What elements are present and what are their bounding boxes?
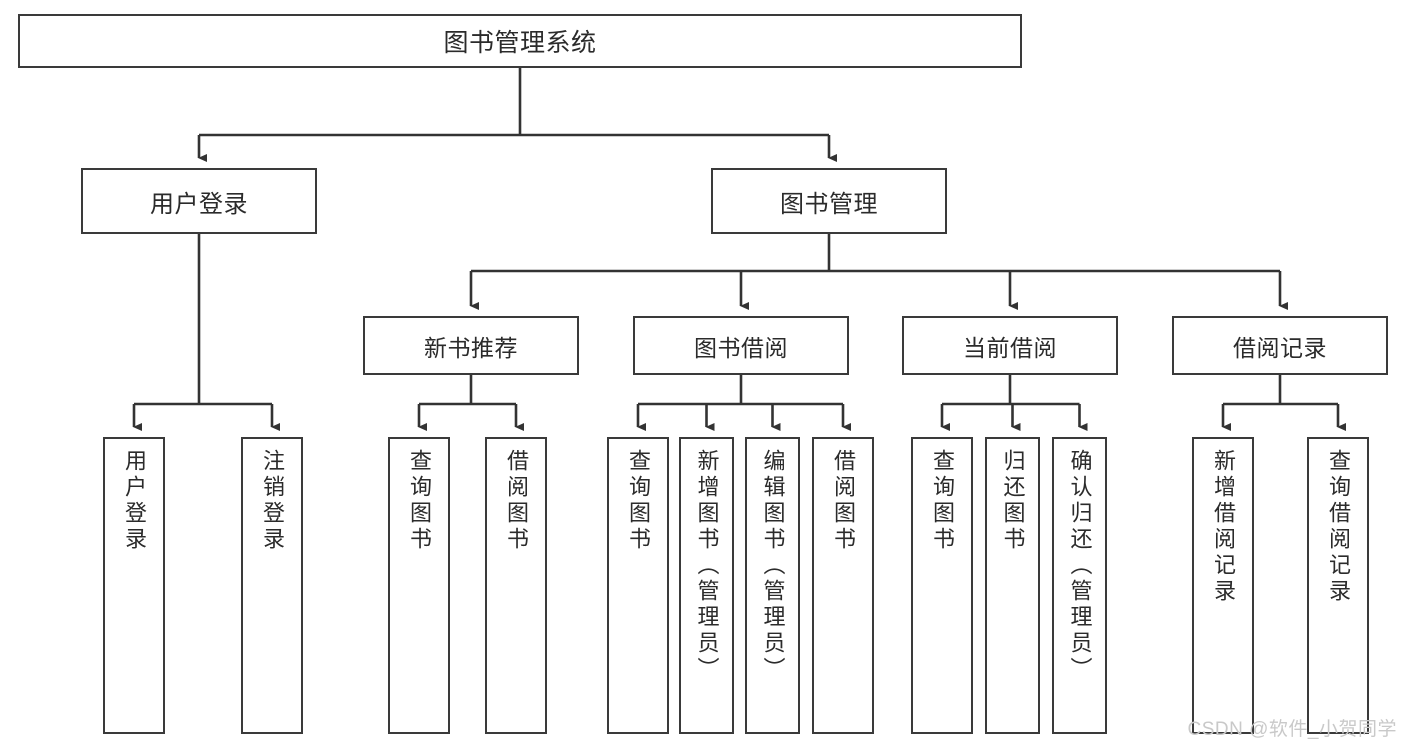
node-leaf-query-book-2[interactable]: 查询图书 bbox=[607, 437, 669, 734]
node-book-manage[interactable]: 图书管理 bbox=[711, 168, 947, 234]
node-label-user-login: 用户登录 bbox=[150, 190, 248, 218]
node-label-leaf-add-borrow-record: 新增借阅记录 bbox=[1211, 449, 1236, 605]
node-label-current-borrow: 当前借阅 bbox=[963, 334, 1057, 361]
node-label-leaf-confirm-return-admin: 确认归还（管理员） bbox=[1067, 449, 1093, 683]
node-label-new-book-recommend: 新书推荐 bbox=[424, 334, 518, 361]
node-leaf-edit-book-admin[interactable]: 编辑图书（管理员） bbox=[745, 437, 800, 734]
node-new-book-recommend[interactable]: 新书推荐 bbox=[363, 316, 579, 375]
node-leaf-query-book-1[interactable]: 查询图书 bbox=[388, 437, 450, 734]
node-leaf-query-borrow-record[interactable]: 查询借阅记录 bbox=[1307, 437, 1369, 734]
node-label-book-manage: 图书管理 bbox=[780, 190, 878, 218]
node-leaf-confirm-return-admin[interactable]: 确认归还（管理员） bbox=[1052, 437, 1107, 734]
node-user-login[interactable]: 用户登录 bbox=[81, 168, 317, 234]
node-leaf-user-logout[interactable]: 注销登录 bbox=[241, 437, 303, 734]
node-book-borrow[interactable]: 图书借阅 bbox=[633, 316, 849, 375]
node-label-leaf-user-login: 用户登录 bbox=[122, 449, 147, 553]
node-label-leaf-return-book: 归还图书 bbox=[1000, 449, 1026, 553]
node-leaf-user-login[interactable]: 用户登录 bbox=[103, 437, 165, 734]
node-label-leaf-borrow-book-1: 借阅图书 bbox=[504, 449, 529, 553]
node-label-book-borrow: 图书借阅 bbox=[694, 334, 788, 361]
node-leaf-return-book[interactable]: 归还图书 bbox=[985, 437, 1040, 734]
node-leaf-borrow-book-1[interactable]: 借阅图书 bbox=[485, 437, 547, 734]
node-leaf-add-borrow-record[interactable]: 新增借阅记录 bbox=[1192, 437, 1254, 734]
node-label-leaf-query-borrow-record: 查询借阅记录 bbox=[1326, 449, 1351, 605]
node-label-leaf-add-book-admin: 新增图书（管理员） bbox=[694, 449, 720, 683]
node-label-borrow-record: 借阅记录 bbox=[1233, 334, 1327, 361]
node-label-leaf-borrow-book-2: 借阅图书 bbox=[831, 449, 856, 553]
node-label-leaf-user-logout: 注销登录 bbox=[260, 449, 285, 553]
node-label-leaf-query-book-2: 查询图书 bbox=[626, 449, 651, 553]
node-leaf-borrow-book-2[interactable]: 借阅图书 bbox=[812, 437, 874, 734]
node-label-leaf-query-book-1: 查询图书 bbox=[407, 449, 432, 553]
node-label-leaf-query-book-3: 查询图书 bbox=[930, 449, 955, 553]
node-root[interactable]: 图书管理系统 bbox=[18, 14, 1022, 68]
node-leaf-query-book-3[interactable]: 查询图书 bbox=[911, 437, 973, 734]
csdn-watermark: CSDN @软件_小贺同学 bbox=[1187, 719, 1397, 740]
node-leaf-add-book-admin[interactable]: 新增图书（管理员） bbox=[679, 437, 734, 734]
node-borrow-record[interactable]: 借阅记录 bbox=[1172, 316, 1388, 375]
node-label-leaf-edit-book-admin: 编辑图书（管理员） bbox=[760, 449, 786, 683]
node-current-borrow[interactable]: 当前借阅 bbox=[902, 316, 1118, 375]
node-label-root: 图书管理系统 bbox=[443, 29, 597, 57]
